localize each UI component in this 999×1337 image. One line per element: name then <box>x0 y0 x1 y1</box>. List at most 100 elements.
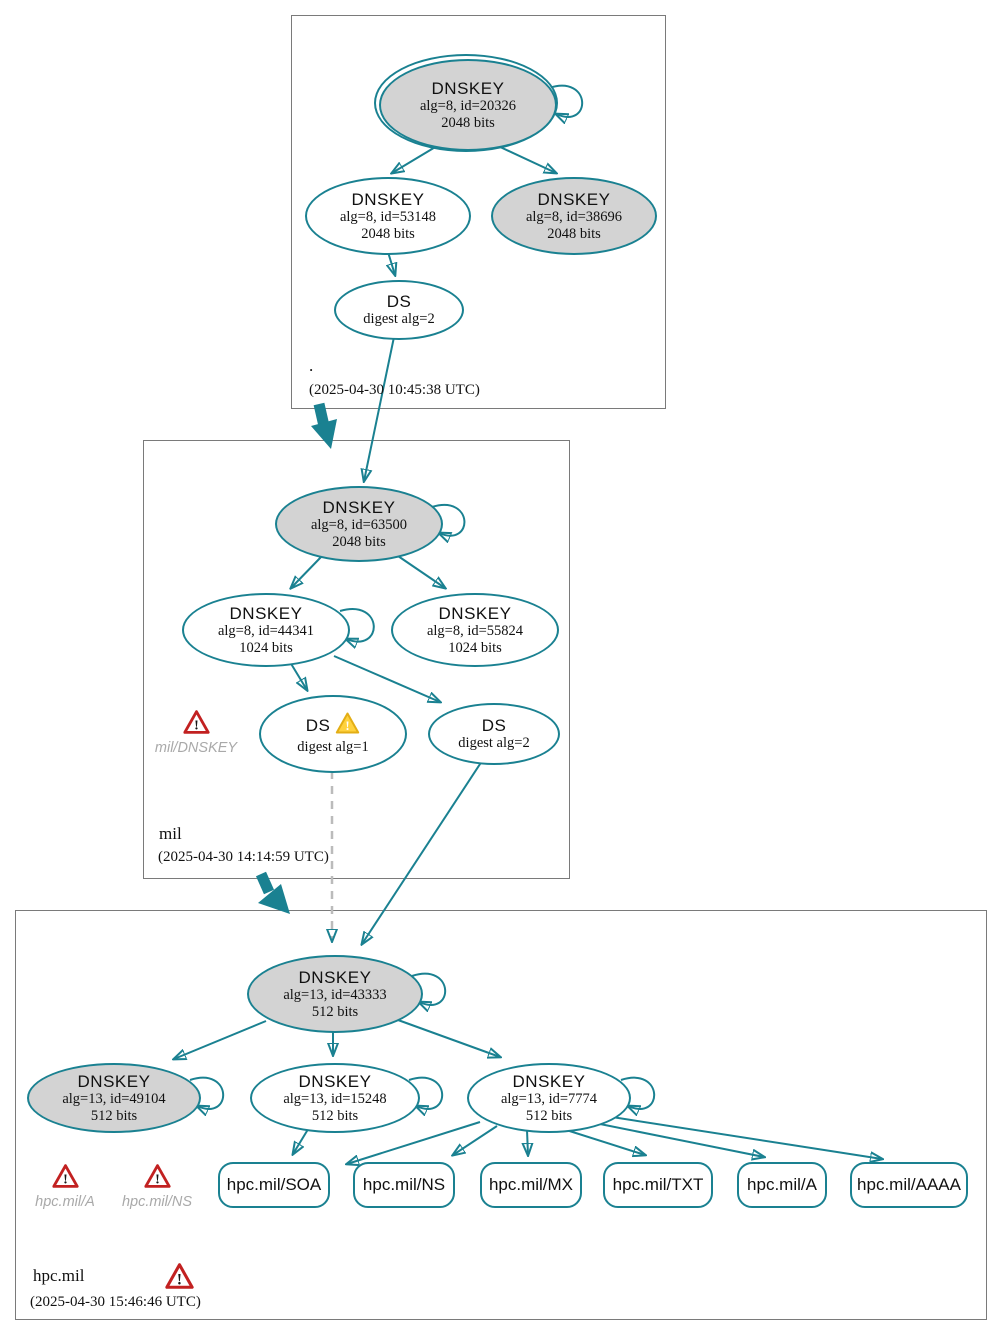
edge-63500-55824 <box>397 555 445 588</box>
edge-7774-txt <box>559 1127 645 1155</box>
zone-error-triangle-icon[interactable]: ! <box>165 1263 194 1294</box>
edge-delegation-mil-hpc <box>255 871 275 895</box>
rrset-label: hpc.mil/NS <box>362 1175 446 1194</box>
svg-text:!: ! <box>177 1271 182 1288</box>
node-detail: alg=13, id=49104 <box>62 1091 166 1108</box>
node-title: DS <box>305 715 331 735</box>
error-hpc-mil-ns[interactable]: ! hpc.mil/NS <box>107 1164 207 1210</box>
node-detail: digest alg=2 <box>363 311 435 328</box>
error-label: hpc.mil/NS <box>121 1194 193 1210</box>
error-hpc-mil-a[interactable]: ! hpc.mil/A <box>15 1164 115 1210</box>
zone-box-root <box>291 15 666 409</box>
edge-selfloop-49104 <box>189 1076 225 1109</box>
node-detail: 1024 bits <box>448 639 502 656</box>
edge-43333-7774 <box>397 1019 500 1057</box>
edge-selfloop-7774 <box>620 1076 656 1109</box>
node-detail: alg=8, id=38696 <box>525 209 623 226</box>
node-title: DNSKEY <box>438 603 512 623</box>
error-triangle-icon: ! <box>143 1164 171 1193</box>
zone-box-mil <box>143 440 570 879</box>
edge-7774-a <box>589 1121 764 1157</box>
edge-rootds-63500 <box>364 336 395 481</box>
error-label: hpc.mil/A <box>35 1194 95 1210</box>
node-detail: alg=8, id=53148 <box>339 209 437 226</box>
node-dnskey-20326-ksk[interactable]: DNSKEY alg=8, id=20326 2048 bits <box>374 54 558 152</box>
node-title: DS <box>386 291 412 311</box>
node-detail: 2048 bits <box>361 225 415 242</box>
node-dnskey-44341[interactable]: DNSKEY alg=8, id=44341 1024 bits <box>182 593 350 667</box>
edge-ds2-43333 <box>362 760 483 944</box>
node-dnskey-53148[interactable]: DNSKEY alg=8, id=53148 2048 bits <box>305 177 471 255</box>
rrset-label: hpc.mil/A <box>747 1175 817 1194</box>
zone-box-hpc-mil <box>15 910 987 1320</box>
rrset-hpc-mil-ns[interactable]: hpc.mil/NS <box>353 1162 455 1208</box>
node-detail: 1024 bits <box>239 639 293 656</box>
edge-43333-49104 <box>174 1020 267 1059</box>
node-ds-root[interactable]: DS digest alg=2 <box>334 280 464 340</box>
node-detail: digest alg=1 <box>297 739 369 756</box>
node-detail: 2048 bits <box>547 225 601 242</box>
zone-timestamp-mil: (2025-04-30 14:14:59 UTC) <box>158 849 329 865</box>
node-dnskey-49104[interactable]: DNSKEY alg=13, id=49104 512 bits <box>27 1063 201 1133</box>
edge-7774-ns <box>453 1125 498 1155</box>
node-dnskey-38696[interactable]: DNSKEY alg=8, id=38696 2048 bits <box>491 177 657 255</box>
node-detail: alg=13, id=15248 <box>283 1091 387 1108</box>
node-title: DNSKEY <box>537 189 611 209</box>
node-dnskey-7774[interactable]: DNSKEY alg=13, id=7774 512 bits <box>467 1063 631 1133</box>
zone-name-root: . <box>309 356 314 375</box>
zone-name-hpc-mil: hpc.mil <box>33 1266 85 1285</box>
error-label: mil/DNSKEY <box>154 740 238 756</box>
node-title: DNSKEY <box>298 1071 372 1091</box>
rrset-label: hpc.mil/AAAA <box>857 1175 961 1194</box>
node-title: DNSKEY <box>298 967 372 987</box>
node-detail: digest alg=2 <box>458 735 530 752</box>
node-detail: 2048 bits <box>441 114 495 131</box>
node-ds2-mil[interactable]: DS digest alg=2 <box>428 703 560 765</box>
node-ds1-mil[interactable]: DS ! digest alg=1 <box>259 695 407 773</box>
node-detail: alg=8, id=63500 <box>310 517 408 534</box>
error-mil-dnskey[interactable]: ! mil/DNSKEY <box>136 710 256 756</box>
node-title: DNSKEY <box>512 1071 586 1091</box>
zone-timestamp-hpc-mil: (2025-04-30 15:46:46 UTC) <box>30 1294 201 1310</box>
edge-selfloop-63500 <box>431 504 466 536</box>
rrset-label: hpc.mil/MX <box>488 1175 574 1194</box>
edge-delegation-root-mil-head <box>311 419 337 449</box>
edge-20326-53148 <box>392 145 438 173</box>
edge-7774-mx <box>527 1129 528 1155</box>
edge-44341-ds2 <box>333 655 440 702</box>
node-detail: alg=13, id=43333 <box>283 987 387 1004</box>
node-detail: alg=8, id=55824 <box>426 623 524 640</box>
rrset-hpc-mil-a[interactable]: hpc.mil/A <box>737 1162 827 1208</box>
node-title: DS <box>481 715 507 735</box>
warning-triangle-icon: ! <box>335 712 360 739</box>
node-dnskey-63500-ksk[interactable]: DNSKEY alg=8, id=63500 2048 bits <box>275 486 443 562</box>
edge-20326-38696 <box>497 145 556 173</box>
node-detail: alg=13, id=7774 <box>500 1091 598 1108</box>
node-title: DNSKEY <box>351 189 425 209</box>
node-title: DNSKEY <box>229 603 303 623</box>
edge-selfloop-44341 <box>339 608 375 642</box>
node-detail: alg=8, id=20326 <box>419 98 517 115</box>
rrset-hpc-mil-mx[interactable]: hpc.mil/MX <box>480 1162 582 1208</box>
edge-delegation-mil-hpc-head <box>258 884 290 914</box>
error-triangle-icon: ! <box>51 1164 79 1193</box>
rrset-label: hpc.mil/TXT <box>612 1175 704 1194</box>
zone-timestamp-root: (2025-04-30 10:45:38 UTC) <box>309 382 480 398</box>
node-dnskey-15248[interactable]: DNSKEY alg=13, id=15248 512 bits <box>250 1063 420 1133</box>
node-dnskey-55824[interactable]: DNSKEY alg=8, id=55824 1024 bits <box>391 593 559 667</box>
edge-63500-44341 <box>291 555 323 588</box>
edge-7774-soa <box>347 1121 481 1164</box>
rrset-hpc-mil-txt[interactable]: hpc.mil/TXT <box>603 1162 713 1208</box>
node-title: DNSKEY <box>431 78 505 98</box>
edge-selfloop-43333 <box>411 972 447 1005</box>
rrset-hpc-mil-soa[interactable]: hpc.mil/SOA <box>218 1162 330 1208</box>
svg-text:!: ! <box>194 718 199 734</box>
node-detail: alg=8, id=44341 <box>217 623 315 640</box>
edge-selfloop-15248 <box>408 1076 444 1109</box>
node-detail: 512 bits <box>525 1107 573 1124</box>
rrset-hpc-mil-aaaa[interactable]: hpc.mil/AAAA <box>850 1162 968 1208</box>
zone-name-mil: mil <box>159 824 182 843</box>
node-dnskey-43333-ksk[interactable]: DNSKEY alg=13, id=43333 512 bits <box>247 955 423 1033</box>
